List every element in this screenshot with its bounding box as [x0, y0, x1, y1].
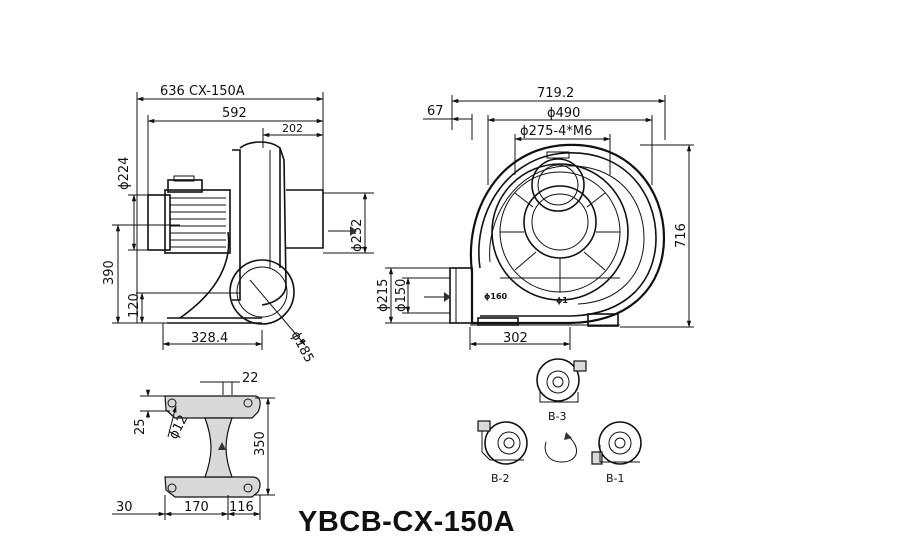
dim-width-116: 116: [229, 500, 254, 515]
orientation-b2: B-2: [477, 420, 528, 485]
dim-height-350: 350: [253, 431, 268, 456]
dim-width-302: 302: [503, 331, 528, 346]
dim-overall-length: 636 CX-150A: [160, 84, 245, 99]
dim-dia-224: ϕ224: [117, 157, 132, 190]
side-view: 636 CX-150A 592 202 ϕ224 390 120: [102, 84, 374, 365]
dim-overall-719: 719.2: [537, 86, 574, 101]
orientation-label-b2: B-2: [491, 472, 510, 485]
dim-width-202: 202: [282, 122, 303, 135]
dim-width-170: 170: [184, 500, 209, 515]
front-view: 719.2 67 ϕ490 ϕ275-4*M6 716: [376, 86, 694, 350]
dim-dia-252: ϕ252: [350, 219, 365, 252]
rotation-arrow: [544, 432, 577, 463]
dim-dia-150: ϕ150: [394, 279, 409, 312]
dim-height-716: 716: [674, 223, 689, 248]
orientation-label-b1: B-1: [606, 472, 625, 485]
dim-height-25: 25: [133, 418, 148, 435]
dim-base-328: 328.4: [191, 331, 228, 346]
dim-dia-490: ϕ490: [547, 106, 580, 121]
dim-offset-30: 30: [116, 500, 133, 515]
dim-height-390: 390: [102, 260, 117, 285]
outlet-label: ϕ160: [484, 292, 508, 301]
dim-length-592: 592: [222, 106, 247, 121]
dim-dia-185: ϕ185: [287, 329, 316, 366]
model-title: YBCB-CX-150A: [298, 506, 516, 538]
orientation-b1: B-1: [591, 421, 642, 485]
orientation-label-b3: B-3: [548, 410, 567, 423]
base-view: 22 25 ϕ12 350 30 170: [112, 371, 275, 520]
dim-bolt-circle: ϕ275-4*M6: [520, 124, 592, 139]
rotation-mark: ϕ1: [556, 296, 568, 305]
dim-dia-215: ϕ215: [376, 279, 391, 312]
dim-offset-67: 67: [427, 104, 444, 119]
dim-height-120: 120: [127, 293, 142, 318]
dim-width-22: 22: [242, 371, 259, 386]
orientation-b3: B-3: [536, 358, 587, 423]
